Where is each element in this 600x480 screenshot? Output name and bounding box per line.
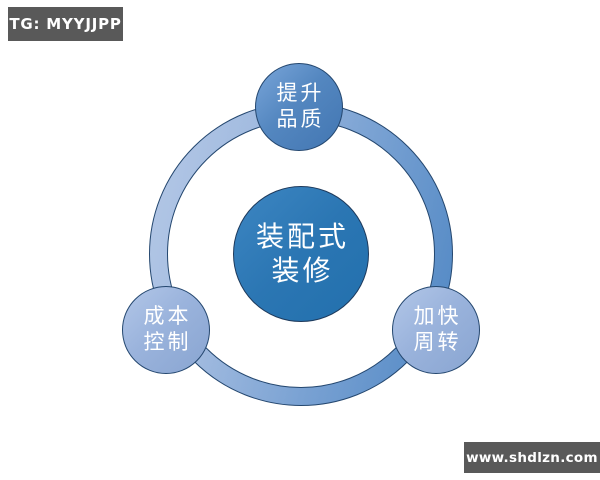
node-label-line: 控制: [143, 330, 192, 354]
website-watermark-badge: www.shdlzn.com: [464, 442, 600, 473]
node-label-line: 品质: [276, 107, 325, 131]
tg-watermark-badge: TG: MYYJJPP: [8, 7, 123, 41]
hub-assembly-decoration: 装配式 装修: [233, 186, 369, 322]
node-label-line: 周转: [413, 330, 462, 354]
node-label-line: 成本: [143, 304, 192, 329]
hub-label-line: 装修: [271, 254, 334, 287]
hub-label-line: 装配式: [255, 219, 349, 253]
node-label-line: 提升: [276, 81, 325, 106]
node-speed-turnover: 加快 周转: [392, 286, 480, 374]
node-label-line: 加快: [413, 304, 462, 329]
node-improve-quality: 提升 品质: [255, 63, 343, 151]
node-cost-control: 成本 控制: [122, 286, 210, 374]
